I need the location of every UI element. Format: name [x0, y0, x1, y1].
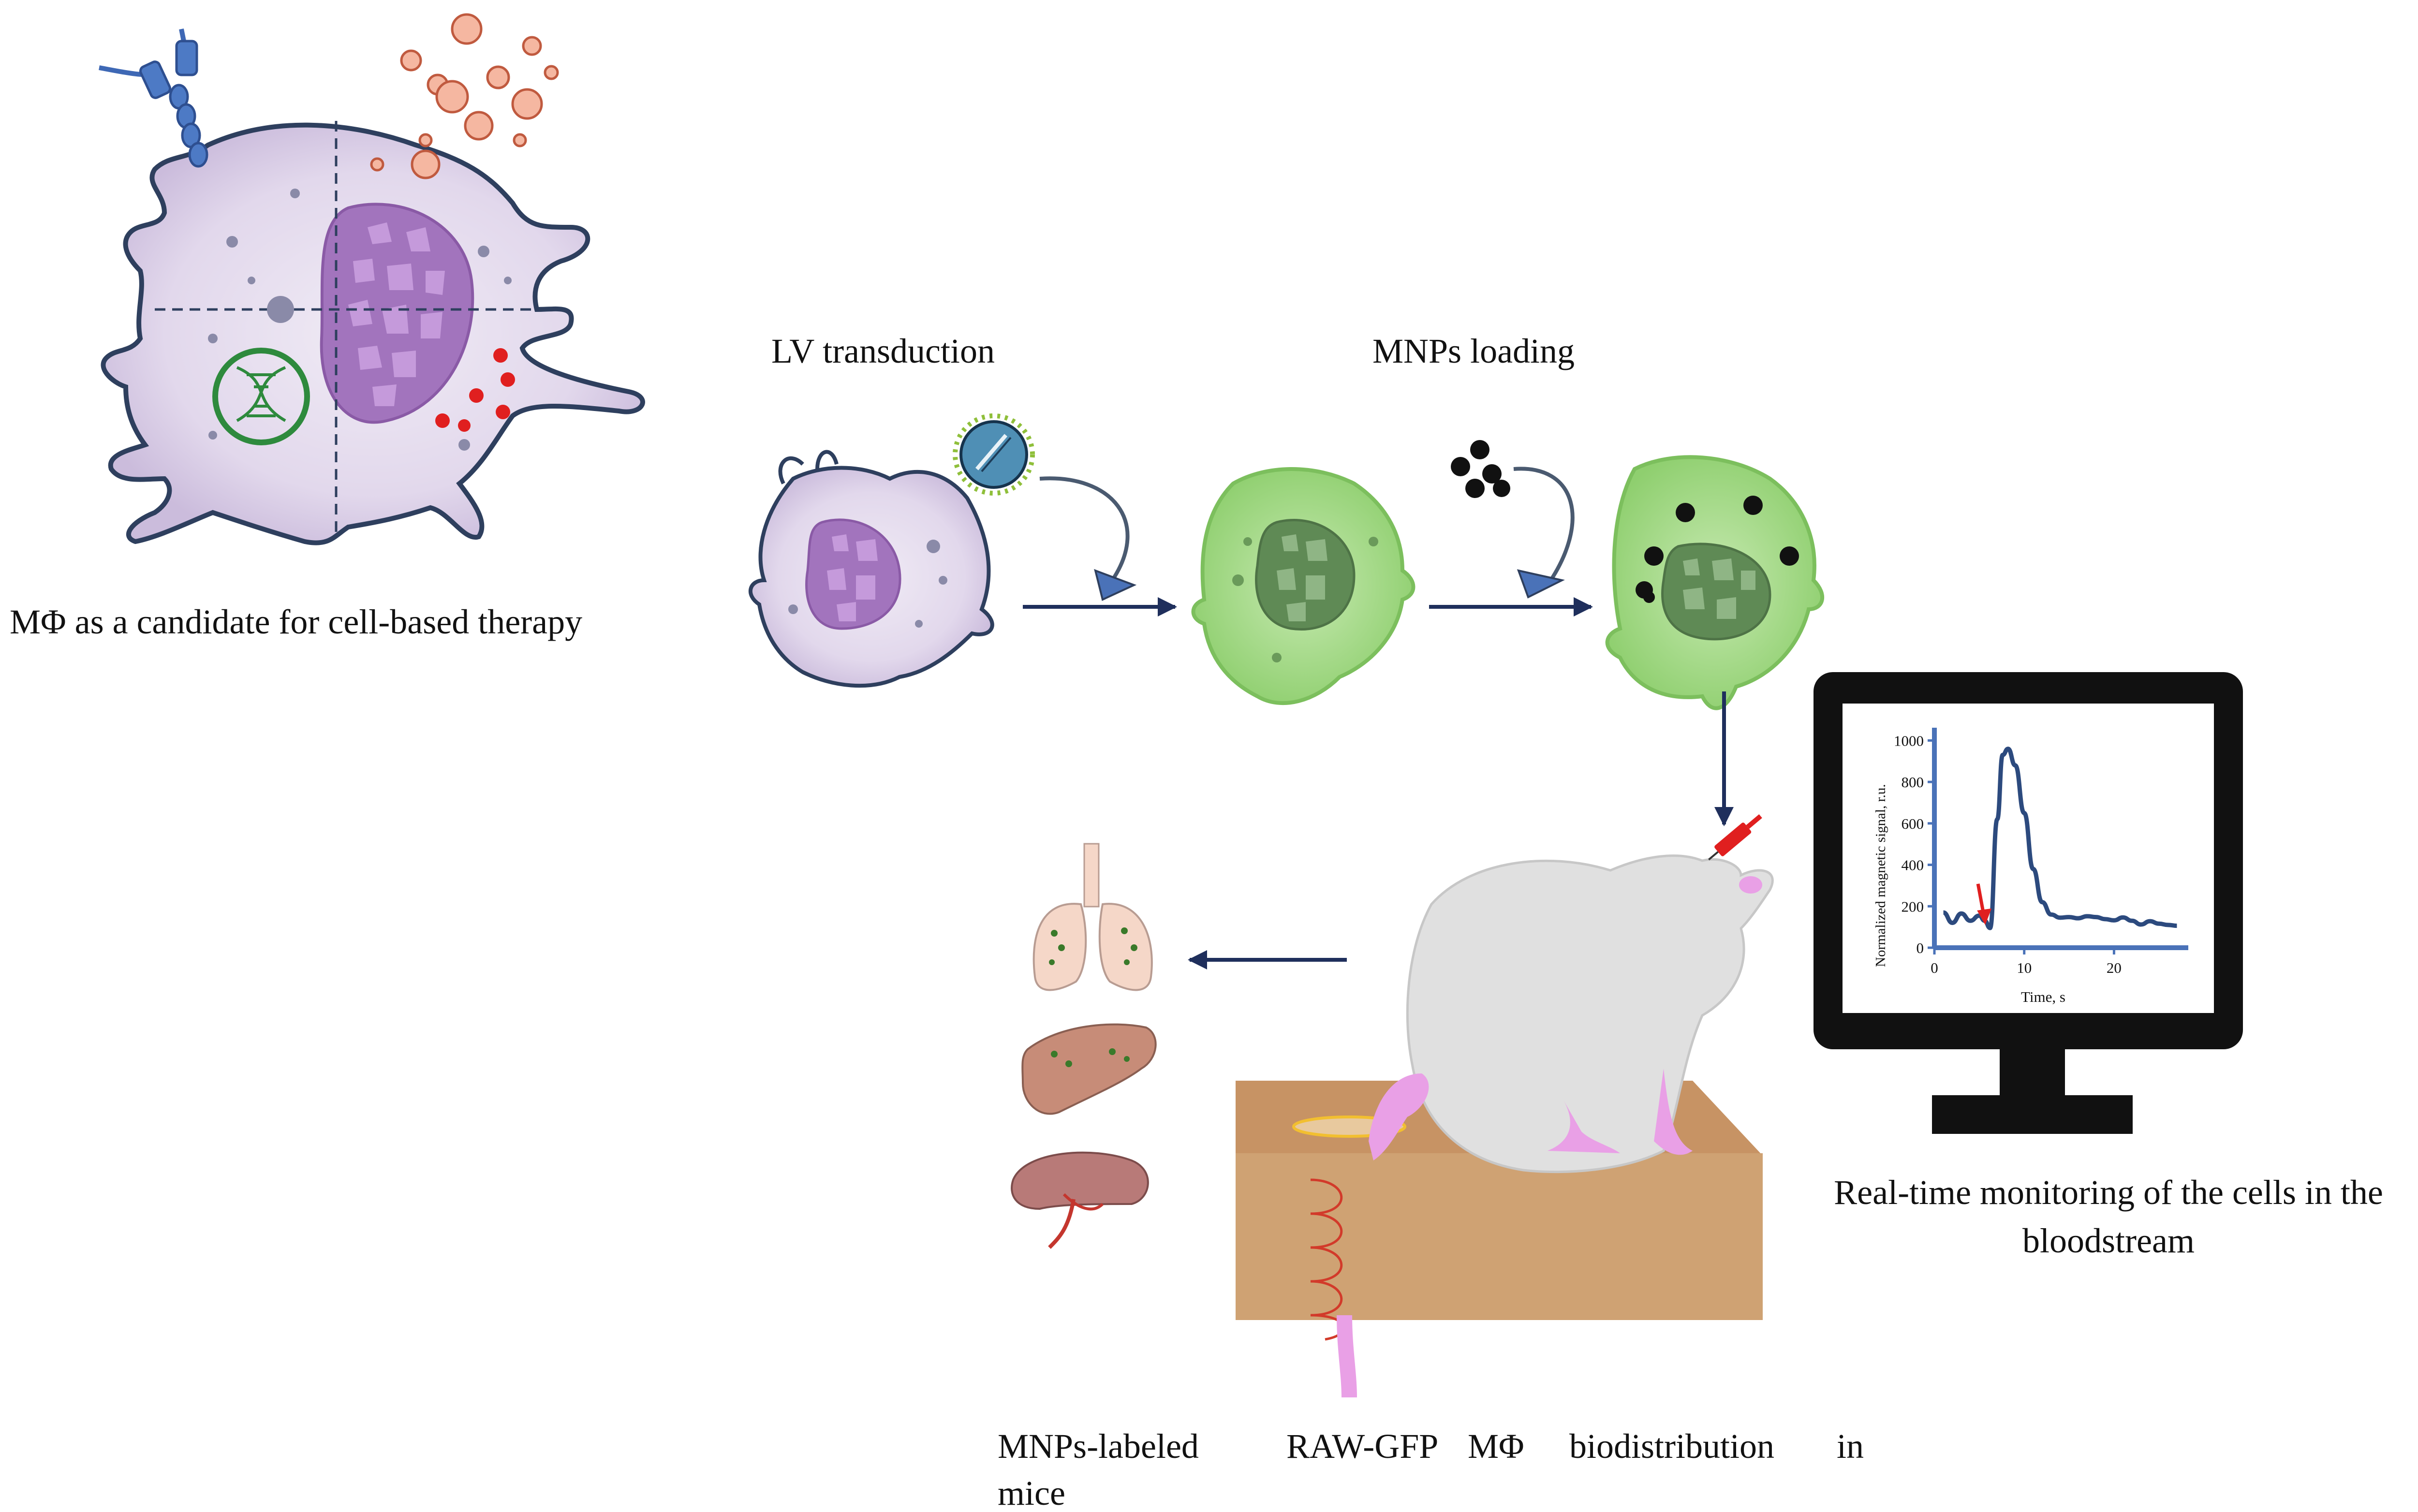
chart-x-label: Time, s [2021, 988, 2065, 1005]
chart-x-tick-label: 0 [1931, 959, 1938, 976]
biodistribution-word-3: MΦ [1468, 1427, 1524, 1466]
biodistribution-word-1: MNPs-labeled [998, 1427, 1199, 1466]
nanoparticles-icon [1451, 440, 1510, 498]
macrophage-candidate-illustration [99, 13, 645, 545]
green-macrophage-icon [1191, 467, 1415, 705]
macrophage-candidate-label: MΦ as a candidate for cell-based therapy [10, 602, 582, 641]
chart-y-label: Normalized magnetic signal, r.u. [1873, 784, 1888, 967]
chart-x-tick-label: 20 [2107, 959, 2122, 976]
liver-icon [1021, 1023, 1157, 1115]
chart-y-tick-label: 600 [1902, 815, 1924, 832]
loaded-macrophage-icon [1605, 455, 1824, 710]
lv-transduction-label: LV transduction [771, 332, 995, 370]
cytokine-particles-icon [370, 13, 559, 179]
biodistribution-word-4: biodistribution [1569, 1427, 1774, 1466]
mnp-curved-arrowhead [1517, 569, 1565, 599]
lv-curved-arrow [1039, 476, 1130, 582]
dna-circle [212, 348, 310, 445]
nucleus-chromatin [348, 222, 445, 406]
dna-helix-icon [236, 366, 286, 422]
mnp-curved-arrow [1513, 467, 1575, 587]
biodistribution-word-5: in [1837, 1427, 1864, 1466]
syringe-icon [1708, 814, 1762, 861]
mnps-loading-label: MNPs loading [1372, 332, 1575, 370]
lentivirus-icon [953, 413, 1035, 496]
chart-y-tick-label: 800 [1902, 774, 1924, 791]
chart-x-tick-label: 10 [2017, 959, 2032, 976]
mouse-icon [1337, 854, 1774, 1398]
receptor-icon [99, 29, 208, 168]
cell-vesicles [208, 189, 512, 451]
spleen-icon [1011, 1151, 1149, 1249]
chart-y-tick-label: 0 [1917, 939, 1924, 956]
lungs-icon [1032, 843, 1153, 991]
lv-curved-arrowhead [1094, 569, 1137, 601]
realtime-label-line1: Real-time monitoring of the cells in the [1834, 1173, 2383, 1212]
realtime-label-line2: bloodstream [2022, 1221, 2195, 1260]
monitor-icon [1814, 672, 2243, 1134]
signal-chart: 0 200 400 600 800 1000 0 10 20 Normalized magne… [1873, 728, 2188, 1005]
chart-y-tick-label: 400 [1902, 857, 1924, 874]
chart-y-tick-label: 200 [1902, 898, 1924, 915]
biodistribution-line2: mice [998, 1474, 1065, 1512]
biodistribution-label: MNPs-labeled RAW-GFP MΦ biodistribution … [998, 1427, 1864, 1512]
chart-y-tick-label: 1000 [1894, 732, 1924, 749]
injection-marker [1976, 883, 1992, 925]
biodistribution-word-2: RAW-GFP [1286, 1427, 1438, 1466]
red-granules [435, 348, 515, 432]
purple-macrophage-icon [748, 450, 994, 688]
